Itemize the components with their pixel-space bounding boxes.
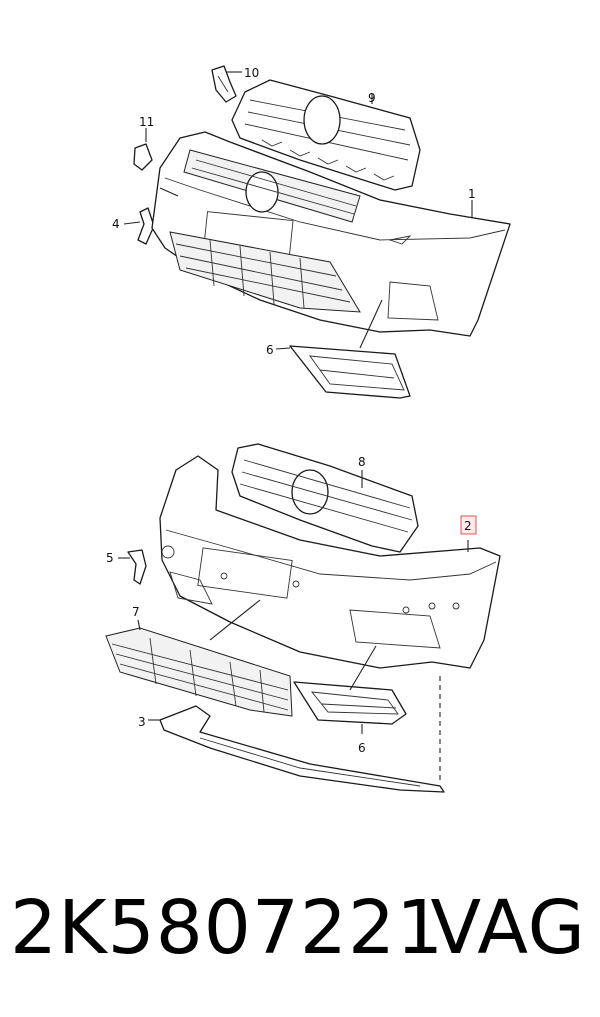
callout-4: 4 (112, 217, 120, 231)
callout-2-highlight (460, 515, 477, 535)
lower-fog-grille (293, 681, 407, 725)
callout-6-upper: 6 (266, 343, 274, 357)
upper-lower-grille (169, 231, 361, 313)
parts-diagram: 1 4 6 9 10 11 8 2 5 7 3 6 (105, 65, 511, 793)
callout-6-lower: 6 (358, 741, 366, 755)
side-bracket-upper (137, 207, 155, 245)
upper-bumper-assembly (123, 65, 511, 399)
callout-8: 8 (358, 455, 366, 469)
callout-11: 11 (139, 115, 154, 129)
brand-label: VAG (430, 885, 586, 971)
upper-bracket (211, 65, 237, 103)
side-clip-upper (133, 143, 153, 171)
callout-5: 5 (106, 551, 114, 565)
upper-bumper-grille (183, 149, 361, 223)
callout-10: 10 (244, 66, 259, 80)
callout-2: 2 (464, 519, 472, 533)
lower-grille-frame (231, 443, 419, 553)
upper-fog-grille (289, 345, 411, 399)
callout-1: 1 (468, 187, 476, 201)
upper-grille-frame (231, 79, 421, 191)
callout-labels: 1 4 6 9 10 11 8 2 5 7 3 6 (106, 66, 477, 755)
callout-9: 9 (368, 91, 376, 105)
caption: 2K5807221 VAG (0, 885, 600, 995)
callout-3: 3 (138, 715, 146, 729)
lower-main-grille (105, 627, 293, 717)
side-clip-lower (127, 549, 147, 585)
lower-leader-lines (118, 470, 469, 780)
lower-bumper-cover (159, 455, 501, 669)
lower-spoiler (159, 705, 445, 793)
lower-bumper-assembly (105, 443, 501, 793)
part-number: 2K5807221 (10, 885, 445, 971)
upper-leader-lines (123, 71, 473, 350)
callout-7: 7 (132, 605, 140, 619)
